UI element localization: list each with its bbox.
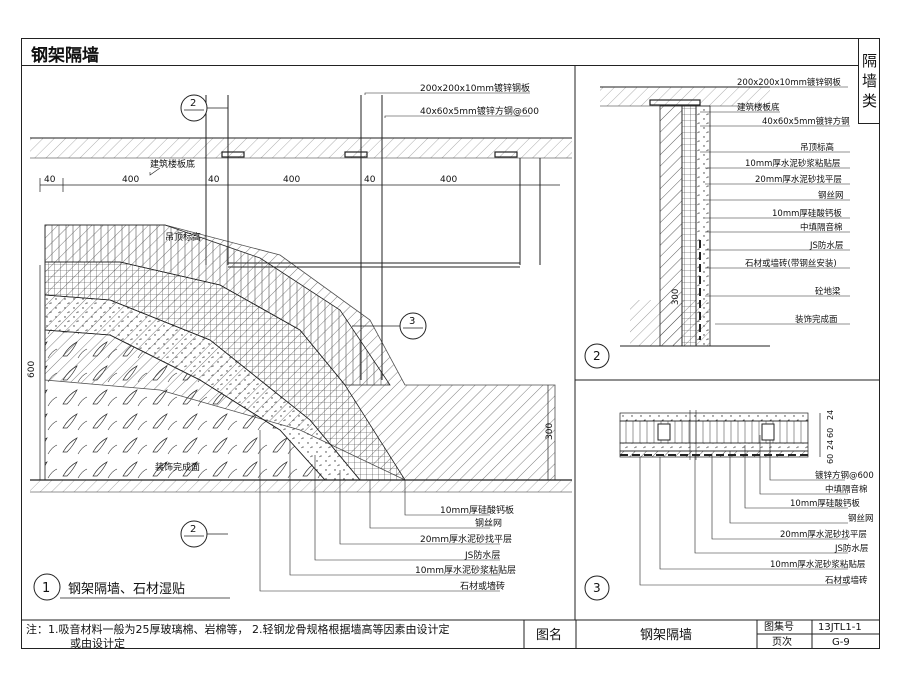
dim-label: 40: [208, 175, 220, 185]
detail-number: 3: [593, 581, 601, 595]
title-bar: 钢架隔墙: [21, 38, 859, 66]
panel-dividers: [21, 66, 880, 621]
layer-label: 10mm厚硅酸钙板: [790, 498, 860, 509]
layer-label: 钢丝网: [818, 190, 844, 201]
side-dim: 300: [545, 423, 555, 440]
layer-label: JS防水层: [834, 543, 868, 554]
layer-label: 镀锌方钢@600: [815, 470, 874, 481]
drawing-frame: [21, 38, 880, 649]
dim-label: 400: [440, 175, 457, 185]
layer-label: JS防水层: [464, 549, 500, 561]
layer-label: 10mm厚水泥砂浆粘贴层: [745, 158, 840, 169]
page-label: 页次: [772, 635, 792, 648]
ceiling-label: 吊顶标高: [165, 231, 201, 243]
dim-label: 24: [826, 410, 835, 420]
layer-label: 10mm厚硅酸钙板: [440, 504, 514, 516]
layer-label: 石材或墙砖: [825, 575, 868, 586]
atlas-label: 图集号: [764, 620, 794, 633]
callout-number: 2: [190, 524, 196, 535]
layer-label: 20mm厚水泥砂找平层: [755, 174, 842, 185]
layer-label: 中填隔音棉: [825, 484, 868, 495]
floor-label: 建筑楼板底: [150, 158, 195, 170]
layer-label: 10mm厚硅酸钙板: [772, 208, 842, 219]
layer-label: 40x60x5mm镀锌方钢: [762, 116, 850, 127]
footer-notes: 注：1.吸音材料一般为25厚玻璃棉、岩棉等， 2.轻钢龙骨规格根据墙高等因素由设…: [26, 623, 449, 651]
category-char: 墙: [861, 71, 877, 90]
layer-label: 钢丝网: [475, 517, 502, 529]
layer-label: 砼地梁: [815, 286, 841, 297]
detail-1: 2 3 2 1 钢架隔墙、石材湿贴 40 400 40 400 40 400 6…: [27, 82, 572, 601]
callout-number: 2: [190, 98, 196, 109]
side-dim: 600: [27, 361, 37, 378]
page-title: 钢架隔墙: [31, 46, 99, 66]
dim-label: 300: [671, 289, 681, 305]
dim-label: 60: [826, 428, 835, 438]
atlas-number: 13JTL1-1: [818, 622, 862, 633]
category-char: 类: [861, 91, 877, 110]
layer-label: 10mm厚水泥砂浆粘贴层: [770, 559, 865, 570]
callout-number: 3: [409, 316, 415, 327]
note-line: 注：1.吸音材料一般为25厚玻璃棉、岩棉等， 2.轻钢龙骨规格根据墙高等因素由设…: [26, 623, 450, 636]
category-box: 隔 墙 类: [858, 38, 880, 124]
detail-label: 钢架隔墙、石材湿贴: [68, 582, 185, 597]
finish-label: 装饰完成面: [155, 461, 200, 473]
layer-label: 20mm厚水泥砂找平层: [780, 529, 867, 540]
dim-label: 40: [44, 175, 56, 185]
note-text: 40x60x5mm镀锌方钢@600: [420, 105, 539, 117]
dim-label: 40: [364, 175, 376, 185]
layer-label: 中填隔音棉: [800, 222, 843, 233]
layer-label: 钢丝网: [848, 513, 874, 524]
drawing-name: 钢架隔墙: [640, 628, 692, 643]
page-number: G-9: [832, 637, 850, 648]
dim-label: 60: [826, 454, 835, 464]
drawing-name-label: 图名: [536, 627, 562, 643]
detail-2: 2 200x200x10mm镀锌钢板 建筑楼板底 40x60x5mm镀锌方钢 吊…: [584, 77, 850, 369]
layer-label: 石材或墙砖: [460, 580, 505, 592]
note-line: 或由设计定: [70, 637, 125, 650]
detail-number: 2: [593, 349, 601, 363]
layer-label: JS防水层: [809, 240, 843, 251]
layer-label: 200x200x10mm镀锌钢板: [737, 77, 841, 88]
layer-label: 建筑楼板底: [737, 102, 780, 113]
layer-label: 装饰完成面: [795, 314, 838, 325]
dim-label: 24: [826, 440, 835, 450]
layer-label: 10mm厚水泥砂浆粘贴层: [415, 564, 516, 576]
detail-number: 1: [42, 581, 50, 596]
detail-3: 3 镀锌方钢@600 中填隔音棉 10mm厚硅酸钙板 钢丝网 20mm厚水泥砂找…: [584, 410, 874, 601]
title-block: [523, 620, 880, 649]
category-char: 隔: [861, 51, 877, 70]
note-text: 200x200x10mm镀锌钢板: [420, 82, 530, 94]
dim-label: 400: [283, 175, 300, 185]
layer-label: 20mm厚水泥砂找平层: [420, 533, 512, 545]
dim-label: 400: [122, 175, 139, 185]
layer-label: 吊顶标高: [800, 142, 834, 153]
layer-label: 石材或墙砖(带钢丝安装): [745, 258, 837, 269]
